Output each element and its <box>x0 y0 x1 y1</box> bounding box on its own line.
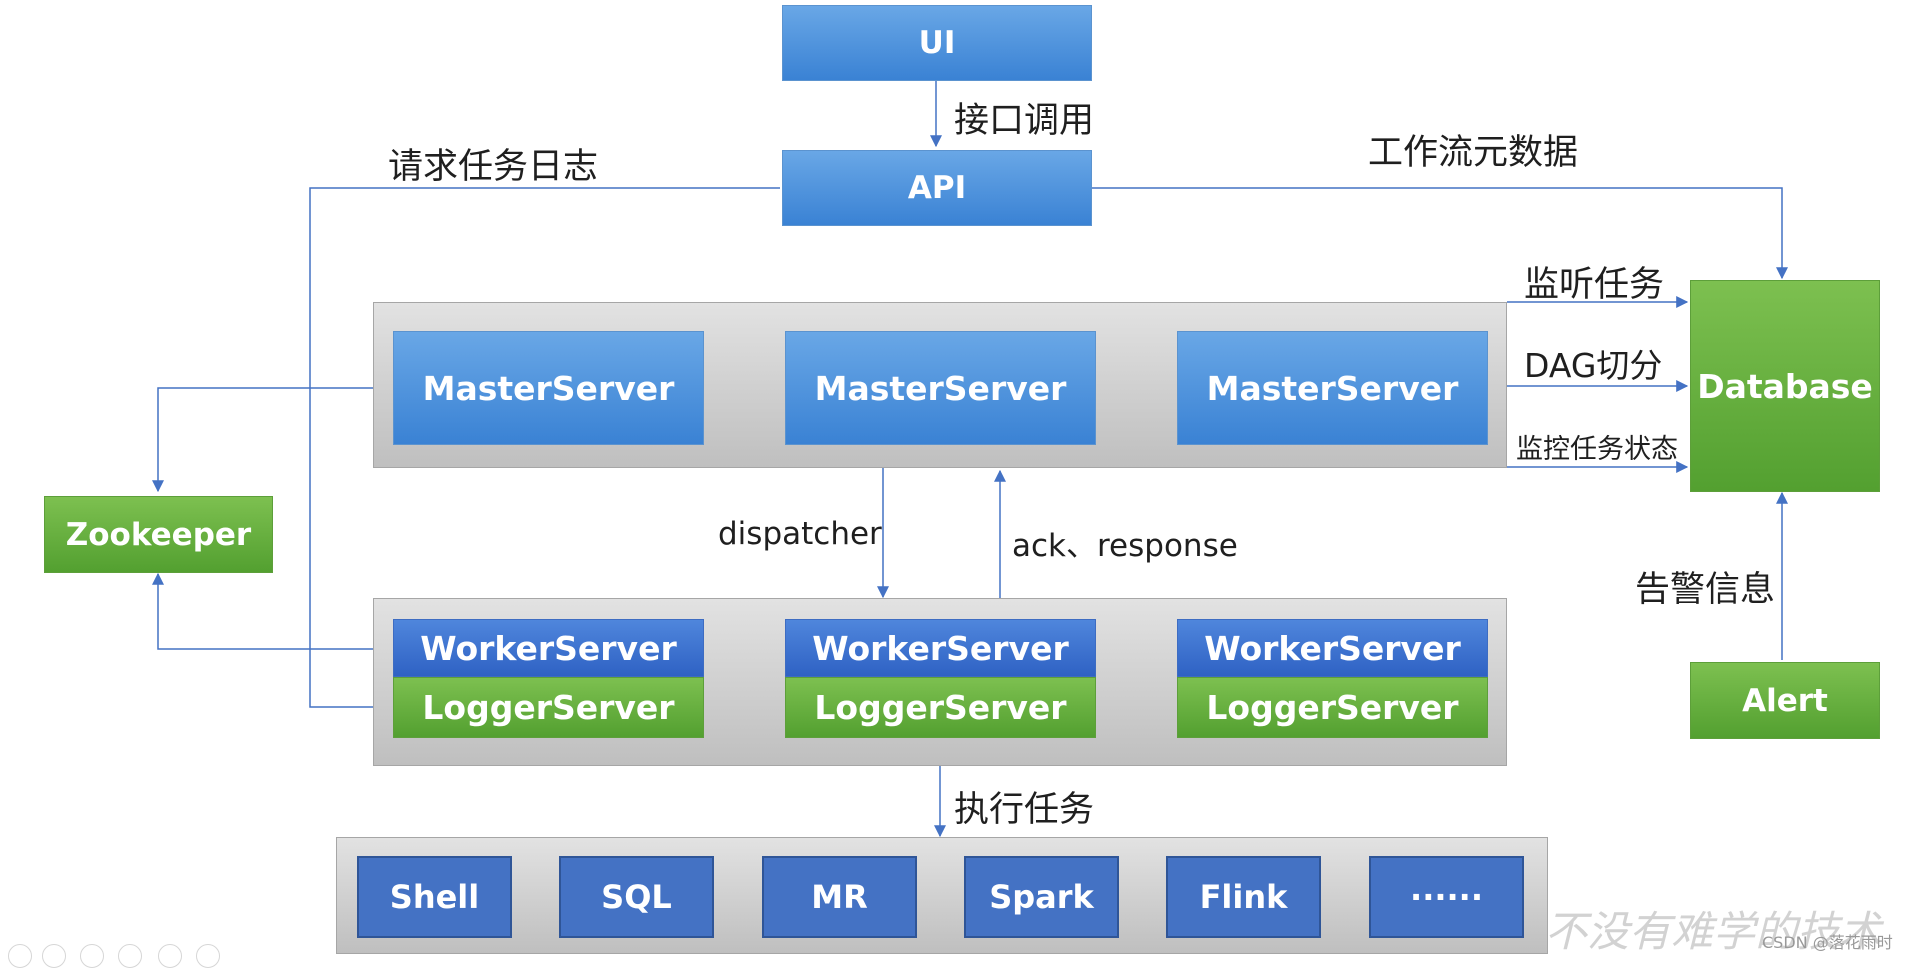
edge-label-dispatcher: dispatcher <box>718 516 882 552</box>
master-server-node: MasterServer <box>785 331 1096 445</box>
watermark-text: 不没有难学的技术 <box>1545 907 1882 956</box>
ui-node: UI <box>782 5 1092 81</box>
task-type-node: Spark <box>964 856 1119 938</box>
database-node: Database <box>1690 280 1880 492</box>
pen-icon[interactable] <box>80 944 104 968</box>
task-type-node: ······ <box>1369 856 1524 938</box>
credit-text: CSDN @落花雨时 <box>1762 933 1893 952</box>
master-server-node: MasterServer <box>1177 331 1488 445</box>
edge-label-monitor-status: 监控任务状态 <box>1516 434 1678 465</box>
edge-label-listen-task: 监听任务 <box>1524 265 1665 305</box>
worker-server-node: WorkerServer <box>1177 619 1488 677</box>
api-node: API <box>782 150 1092 226</box>
more-options-icon[interactable] <box>196 944 220 968</box>
edge-label-dag-split: DAG切分 <box>1524 346 1663 385</box>
task-type-node: SQL <box>559 856 714 938</box>
task-type-node: MR <box>762 856 917 938</box>
logger-server-node: LoggerServer <box>785 677 1096 738</box>
next-slide-icon[interactable] <box>42 944 66 968</box>
task-types-panel <box>336 837 1548 954</box>
edge-label-interface-call: 接口调用 <box>954 101 1095 141</box>
worker-server-node: WorkerServer <box>393 619 704 677</box>
logger-server-node: LoggerServer <box>393 677 704 738</box>
edge-label-workflow-metadata: 工作流元数据 <box>1368 133 1579 173</box>
edge-master-zookeeper <box>152 387 393 493</box>
edge-api-database <box>1091 187 1788 280</box>
slides-icon[interactable] <box>118 944 142 968</box>
edge-label-alarm-info: 告警信息 <box>1635 570 1776 610</box>
worker-server-node: WorkerServer <box>785 619 1096 677</box>
alert-node: Alert <box>1690 662 1880 739</box>
edge-label-request-task-log: 请求任务日志 <box>388 147 599 187</box>
master-server-node: MasterServer <box>393 331 704 445</box>
zookeeper-node: Zookeeper <box>44 496 273 573</box>
edge-worker-zookeeper <box>152 572 393 650</box>
task-type-node: Flink <box>1166 856 1321 938</box>
edge-api-logger <box>309 187 780 713</box>
edge-label-ack-response: ack、response <box>1012 528 1238 564</box>
zoom-icon[interactable] <box>158 944 182 968</box>
logger-server-node: LoggerServer <box>1177 677 1488 738</box>
task-type-node: Shell <box>357 856 512 938</box>
previous-slide-icon[interactable] <box>8 944 32 968</box>
edge-label-execute-task: 执行任务 <box>954 790 1095 830</box>
